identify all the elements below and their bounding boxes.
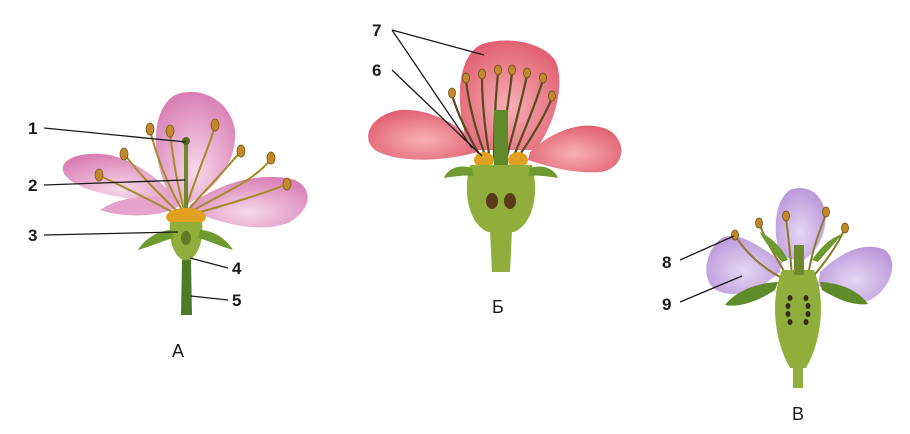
pistil-style-c	[794, 245, 804, 275]
anthers-b	[448, 64, 556, 102]
petal-a-left	[62, 153, 178, 205]
leader-8	[679, 235, 735, 261]
label-6: 6	[372, 61, 381, 80]
petal-b-left	[368, 109, 478, 160]
receptacle-c	[775, 270, 821, 368]
leader-6	[391, 69, 483, 157]
receptacle-b	[466, 165, 536, 232]
label-5: 5	[232, 291, 241, 310]
leader-4	[189, 257, 229, 269]
label-3: 3	[28, 226, 37, 245]
label-2: 2	[28, 176, 37, 195]
flower-a: 1 2 3 4 5 А	[28, 91, 308, 361]
ovule-b-left	[486, 193, 498, 209]
label-9: 9	[662, 295, 671, 314]
sepal-b-left	[444, 166, 474, 178]
pedicel-a	[181, 260, 192, 315]
petal-c-left	[706, 236, 782, 294]
leader-7b	[391, 29, 473, 149]
sepal-c-back-right	[812, 234, 842, 262]
label-1: 1	[28, 119, 37, 138]
leader-3	[43, 231, 179, 236]
nectary-a	[166, 208, 206, 226]
flower-c: 8 9 В	[662, 188, 893, 424]
leader-5	[190, 295, 229, 301]
sepal-c-left	[725, 282, 778, 306]
leader-9	[679, 275, 743, 303]
nectary-b-left	[474, 152, 494, 168]
flower-b: 7 6 Б	[368, 21, 622, 317]
petal-a-back	[100, 197, 180, 216]
sepal-a-left	[138, 230, 174, 250]
caption-c: В	[792, 404, 804, 424]
sepal-b-right	[528, 166, 558, 178]
ovules-c	[785, 295, 811, 325]
label-4: 4	[232, 259, 242, 278]
label-7: 7	[372, 21, 381, 40]
anthers-a	[94, 118, 292, 191]
anthers-c	[731, 206, 849, 241]
petal-b-right	[528, 125, 622, 173]
petal-a-right	[190, 176, 308, 228]
label-8: 8	[662, 253, 671, 272]
pedicel-c	[793, 366, 803, 388]
leader-1	[43, 127, 187, 143]
ovary-a	[181, 231, 191, 245]
pistil-stigma-a	[182, 137, 190, 145]
sepal-c-back-left	[760, 232, 788, 262]
nectary-b-right	[508, 152, 528, 168]
sepal-a-right	[198, 230, 233, 250]
pistil-style-a	[184, 140, 188, 218]
sepal-c-right	[820, 282, 868, 305]
ovule-b-right	[504, 193, 516, 209]
leader-7a	[391, 29, 485, 56]
caption-b: Б	[492, 297, 504, 317]
leader-2	[43, 179, 186, 186]
pistil-style-b	[494, 110, 508, 168]
caption-a: А	[172, 341, 184, 361]
pedicel-b	[490, 230, 512, 272]
